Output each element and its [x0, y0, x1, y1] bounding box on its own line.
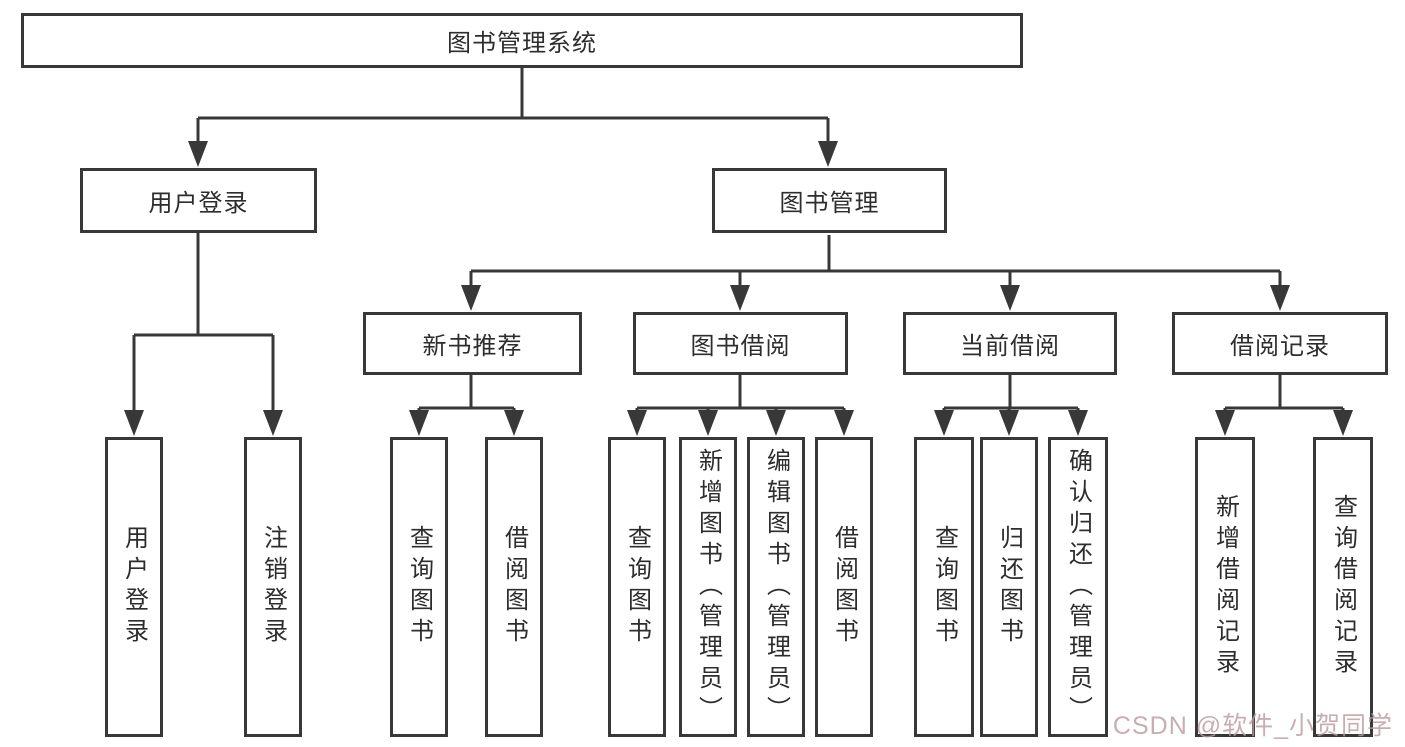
leaf-logout: 注销登录	[244, 437, 302, 737]
leaf-query-books-current-label: 查询图书	[930, 525, 958, 649]
leaf-query-books-borrowing-label: 查询图书	[623, 525, 651, 649]
leaf-query-books-borrowing: 查询图书	[608, 437, 666, 737]
connector-root-to-level2	[196, 68, 830, 144]
arrow-down-icon	[834, 410, 854, 436]
arrow-down-icon	[934, 410, 954, 436]
node-new-book-recommend-label: 新书推荐	[422, 333, 523, 360]
leaf-add-borrow-record: 新增借阅记录	[1195, 437, 1255, 737]
node-root-label: 图书管理系统	[447, 30, 597, 57]
leaf-return-books-label: 归还图书	[995, 525, 1023, 649]
node-root: 图书管理系统	[21, 13, 1023, 68]
leaf-confirm-return-admin-label: 确认归还（管理员）	[1064, 447, 1092, 727]
arrow-down-icon	[730, 285, 750, 311]
arrow-down-icon	[698, 410, 718, 436]
connector-book-borrowing-to-leaves	[635, 375, 846, 413]
leaf-edit-books-admin-label: 编辑图书（管理员）	[762, 447, 790, 727]
node-book-borrowing-label: 图书借阅	[690, 333, 791, 360]
leaf-logout-label: 注销登录	[259, 525, 287, 649]
node-current-borrowing: 当前借阅	[903, 312, 1117, 375]
arrow-down-icon	[461, 285, 481, 311]
leaf-query-borrow-record: 查询借阅记录	[1313, 437, 1373, 737]
leaf-add-books-admin: 新增图书（管理员）	[679, 437, 737, 737]
node-new-book-recommend: 新书推荐	[363, 312, 582, 375]
leaf-return-books: 归还图书	[980, 437, 1038, 737]
node-borrowing-records: 借阅记录	[1172, 312, 1388, 375]
node-book-management-label: 图书管理	[779, 190, 880, 217]
arrow-down-icon	[766, 410, 786, 436]
arrow-down-icon	[627, 410, 647, 436]
leaf-user-login: 用户登录	[105, 437, 163, 737]
leaf-borrow-books-recommend-label: 借阅图书	[500, 525, 528, 649]
connector-new-book-recommend-to-leaves	[417, 375, 516, 413]
arrow-down-icon	[504, 410, 524, 436]
leaf-query-books-recommend-label: 查询图书	[405, 525, 433, 649]
node-borrowing-records-label: 借阅记录	[1230, 333, 1330, 360]
connector-user-login-to-leaves	[132, 233, 275, 413]
leaf-query-books-recommend: 查询图书	[390, 437, 448, 737]
node-user-login: 用户登录	[80, 168, 317, 233]
arrow-down-icon	[124, 410, 144, 436]
arrow-down-icon	[188, 141, 208, 167]
node-user-login-label: 用户登录	[148, 190, 249, 217]
connector-current-borrowing-to-leaves	[942, 375, 1080, 413]
leaf-add-books-admin-label: 新增图书（管理员）	[694, 447, 722, 727]
leaf-query-books-current: 查询图书	[914, 437, 974, 737]
connector-book-management-to-level3	[469, 235, 1282, 288]
arrow-down-icon	[1000, 285, 1020, 311]
arrow-down-icon	[1215, 410, 1235, 436]
leaf-borrow-books-label: 借阅图书	[830, 525, 858, 649]
leaf-confirm-return-admin: 确认归还（管理员）	[1048, 437, 1108, 737]
node-book-management: 图书管理	[712, 168, 947, 233]
csdn-watermark: CSDN @软件_小贺同学	[1112, 712, 1393, 740]
leaf-user-login-label: 用户登录	[120, 525, 148, 649]
arrow-down-icon	[1333, 410, 1353, 436]
node-current-borrowing-label: 当前借阅	[960, 333, 1060, 360]
leaf-edit-books-admin: 编辑图书（管理员）	[747, 437, 805, 737]
leaf-borrow-books: 借阅图书	[815, 437, 873, 737]
leaf-add-borrow-record-label: 新增借阅记录	[1211, 494, 1239, 680]
arrow-down-icon	[1068, 410, 1088, 436]
arrow-down-icon	[263, 410, 283, 436]
arrow-down-icon	[999, 410, 1019, 436]
node-book-borrowing: 图书借阅	[633, 312, 848, 375]
leaf-query-borrow-record-label: 查询借阅记录	[1329, 494, 1357, 680]
arrow-down-icon	[1270, 285, 1290, 311]
leaf-borrow-books-recommend: 借阅图书	[485, 437, 543, 737]
connector-borrowing-records-to-leaves	[1223, 375, 1345, 413]
arrow-down-icon	[818, 141, 838, 167]
arrow-down-icon	[409, 410, 429, 436]
